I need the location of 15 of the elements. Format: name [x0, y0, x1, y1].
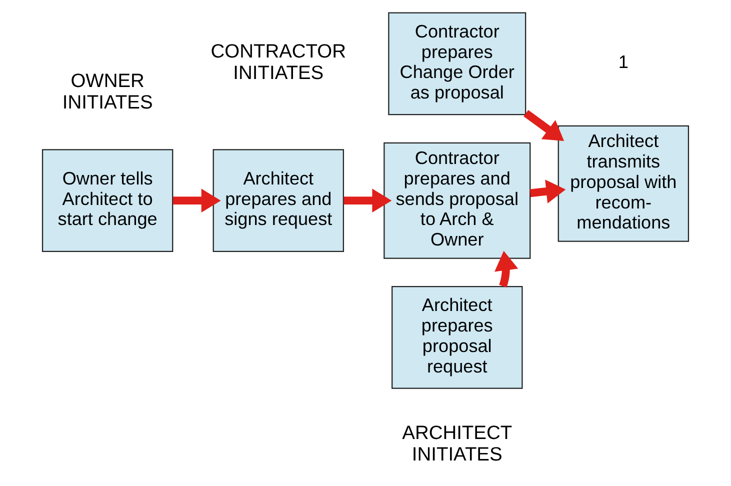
arrow [172, 188, 221, 212]
node-box: Architect transmits proposal with recom-mendations [558, 125, 690, 242]
arrow [530, 180, 566, 204]
node-box: Owner tells Architect to start change [42, 149, 174, 252]
node-label: ARCHITECT INITIATES [402, 422, 512, 466]
node-box: Contractor prepares and sends proposal to Arch & Owner [384, 142, 531, 259]
node-box: Architect prepares and signs request [212, 149, 344, 252]
label: 1 [618, 52, 628, 72]
node-label: CONTRACTOR INITIATES [210, 42, 346, 84]
arrow [494, 250, 518, 288]
node-label: OWNER INITIATES [62, 71, 153, 114]
arrow [344, 188, 392, 212]
node-box: Contractor prepares Change Order as proposal [388, 12, 526, 116]
node-box: Architect prepares proposal request [392, 286, 523, 389]
arrow [524, 110, 564, 142]
